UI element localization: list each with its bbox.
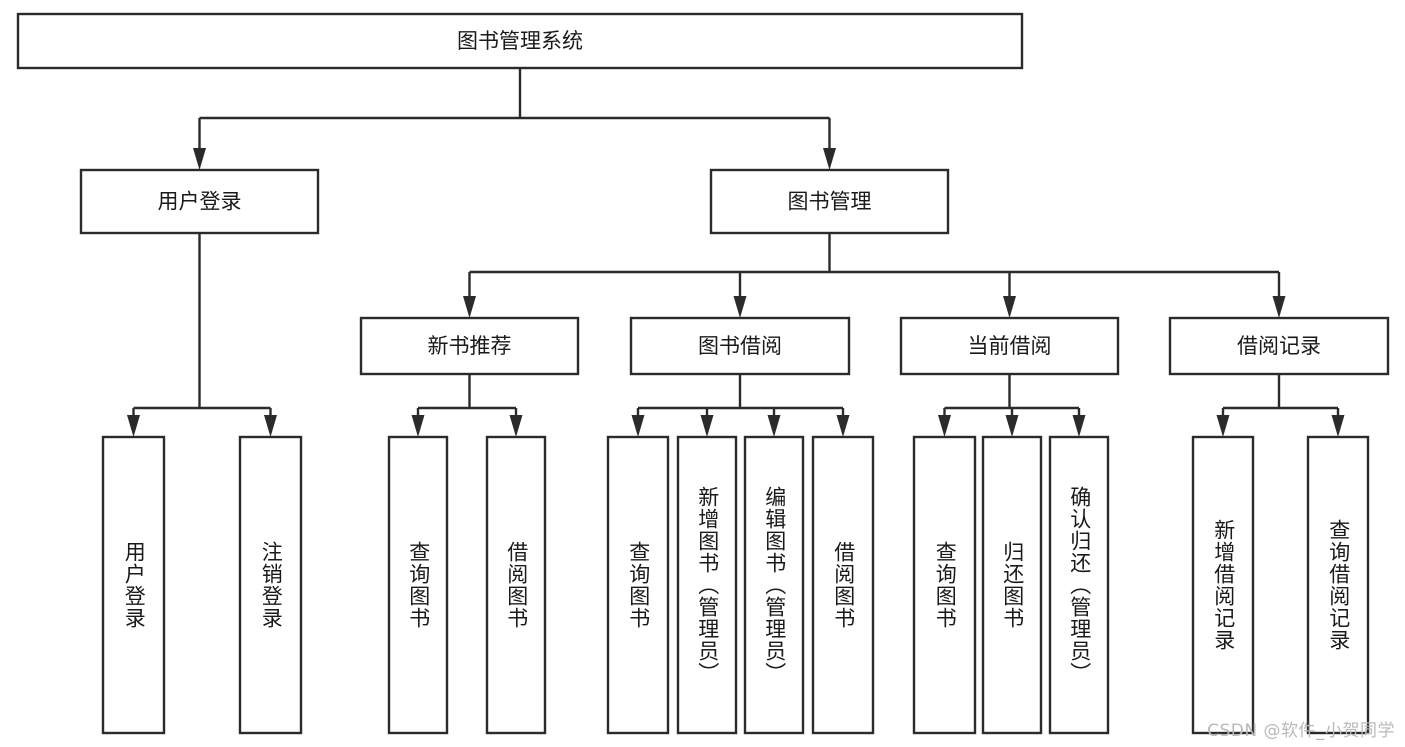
node-box-leaf-7[interactable] <box>811 435 875 735</box>
node-box-leaf-2[interactable] <box>387 435 449 735</box>
node-box-root[interactable] <box>16 12 1024 70</box>
node-box-level3-3[interactable] <box>1168 316 1390 376</box>
node-box-leaf-8[interactable] <box>912 435 977 735</box>
node-box-level2-0[interactable] <box>79 168 320 235</box>
node-box-leaf-11[interactable] <box>1191 435 1255 735</box>
arrow-head-icon <box>1072 415 1086 437</box>
node-box-level3-0[interactable] <box>359 316 580 376</box>
arrow-head-icon <box>127 415 140 437</box>
node-box-leaf-9[interactable] <box>981 435 1043 735</box>
node-label-level3-1: 图书借阅 <box>698 334 782 358</box>
arrow-head-icon <box>700 415 714 437</box>
node-box-level3-2[interactable] <box>899 316 1120 376</box>
node-label-level2-1: 图书管理 <box>788 190 872 214</box>
node-box-level3-1[interactable] <box>629 316 851 376</box>
watermark-text: CSDN @软件_小贺同学 <box>1207 721 1395 741</box>
arrow-head-icon <box>463 296 476 318</box>
node-box-leaf-0[interactable] <box>101 435 166 735</box>
node-label-level2-0: 用户登录 <box>158 190 242 214</box>
node-box-leaf-5[interactable] <box>676 435 738 735</box>
node-label-level3-2: 当前借阅 <box>968 334 1052 358</box>
arrow-head-icon <box>1216 415 1230 437</box>
arrow-head-icon <box>1272 296 1286 318</box>
arrow-head-icon <box>411 415 425 437</box>
arrow-head-icon <box>509 415 523 437</box>
node-box-leaf-6[interactable] <box>743 435 805 735</box>
arrow-head-icon <box>733 296 747 318</box>
node-label-level3-0: 新书推荐 <box>428 334 512 358</box>
connector-edges <box>127 68 1345 437</box>
node-box-leaf-3[interactable] <box>485 435 547 735</box>
node-box-leaf-12[interactable] <box>1306 435 1370 735</box>
arrow-head-icon <box>1005 415 1019 437</box>
arrow-head-icon <box>836 415 850 437</box>
arrow-head-icon <box>1331 415 1345 437</box>
node-box-leaf-1[interactable] <box>238 435 303 735</box>
arrow-head-icon <box>193 148 206 170</box>
arrow-head-icon <box>823 148 836 170</box>
arrow-head-icon <box>1003 296 1016 318</box>
arrow-head-icon <box>767 415 781 437</box>
arrow-head-icon <box>264 415 277 437</box>
arrow-head-icon <box>631 415 645 437</box>
node-boxes <box>16 12 1390 735</box>
node-box-leaf-4[interactable] <box>606 435 670 735</box>
node-label-level3-3: 借阅记录 <box>1237 334 1321 358</box>
node-box-leaf-10[interactable] <box>1048 435 1110 735</box>
node-label-root: 图书管理系统 <box>457 29 583 53</box>
node-box-level2-1[interactable] <box>709 168 950 235</box>
arrow-head-icon <box>938 415 951 437</box>
